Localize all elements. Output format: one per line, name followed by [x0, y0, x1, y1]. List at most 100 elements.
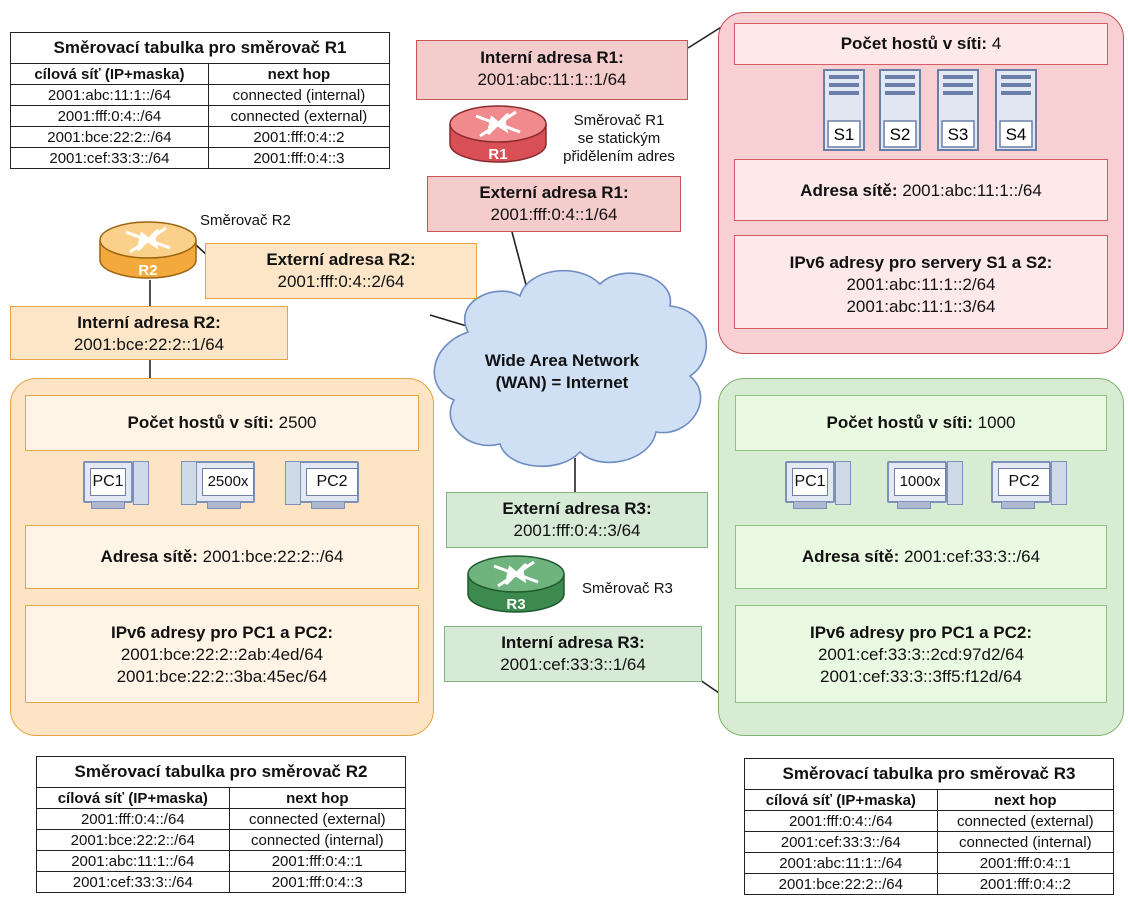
- net3-hosts-box: Počet hostů v síti: 1000: [735, 395, 1107, 451]
- net3-net-value: 2001:cef:33:3::/64: [903, 547, 1041, 566]
- server-s2-label: S2: [890, 125, 911, 144]
- net1-hosts-value: 4: [991, 34, 1002, 53]
- net2-ipv6-addr-1: 2001:bce:22:2::2ab:4ed/64: [120, 645, 324, 664]
- net2-net-value: 2001:bce:22:2::/64: [202, 547, 344, 566]
- table-cell: 2001:cef:33:3::/64: [744, 831, 938, 853]
- pc2-label: PC2: [306, 468, 358, 496]
- table-header-destination: cílová síť (IP+maska): [10, 63, 209, 85]
- r2-caption: Směrovač R2: [200, 212, 291, 229]
- net3-net-label: Adresa sítě:: [801, 547, 900, 566]
- wan-label: Wide Area Network (WAN) = Internet: [452, 350, 672, 394]
- table-cell: 2001:abc:11:1::/64: [10, 84, 209, 106]
- r1-external-address-box: Externí adresa R1: 2001:fff:0:4::1/64: [427, 176, 681, 232]
- table-header-next-hop: next hop: [228, 787, 407, 809]
- net1-net-label: Adresa sítě:: [800, 181, 898, 200]
- table-cell: 2001:fff:0:4::3: [228, 871, 407, 893]
- routing-table-r1-title: Směrovací tabulka pro směrovač R1: [10, 32, 390, 64]
- server-s3-icon: S3: [937, 69, 979, 151]
- network-s1-panel: Počet hostů v síti: 4 S1 S2 S3 S4: [718, 12, 1124, 354]
- server-s4-label: S4: [1006, 125, 1027, 144]
- routing-table-r3: Směrovací tabulka pro směrovač R3 cílová…: [744, 758, 1115, 895]
- r3-external-addr: 2001:fff:0:4::3/64: [513, 521, 641, 540]
- net2-address-box: Adresa sítě: 2001:bce:22:2::/64: [25, 525, 419, 589]
- pc2-icon: PC2: [285, 459, 369, 509]
- r2-internal-address-box: Interní adresa R2: 2001:bce:22:2::1/64: [10, 306, 288, 360]
- net2-hosts-box: Počet hostů v síti: 2500: [25, 395, 419, 451]
- table-cell: connected (external): [936, 810, 1115, 832]
- wan-line1: Wide Area Network: [484, 351, 640, 370]
- routing-table-r2-title: Směrovací tabulka pro směrovač R2: [36, 756, 406, 788]
- table-cell: 2001:fff:0:4::/64: [10, 105, 209, 127]
- r3-internal-addr: 2001:cef:33:3::1/64: [500, 655, 646, 674]
- r2-internal-title: Interní adresa R2:: [77, 313, 221, 332]
- table-header-destination: cílová síť (IP+maska): [36, 787, 230, 809]
- server-s1-label: S1: [834, 125, 855, 144]
- net3-ipv6-addr-2: 2001:cef:33:3::3ff5:f12d/64: [820, 667, 1022, 686]
- pc1-icon: PC1: [781, 459, 855, 509]
- net3-ipv6-box: IPv6 adresy pro PC1 a PC2: 2001:cef:33:3…: [735, 605, 1107, 703]
- routing-table-r3-title: Směrovací tabulka pro směrovač R3: [744, 758, 1114, 790]
- table-cell: 2001:fff:0:4::1: [228, 850, 407, 872]
- net1-ipv6-addr-1: 2001:abc:11:1::2/64: [846, 275, 996, 294]
- r2-external-address-box: Externí adresa R2: 2001:fff:0:4::2/64: [205, 243, 477, 299]
- r1-internal-addr: 2001:abc:11:1::1/64: [477, 70, 627, 89]
- server-s3-label: S3: [948, 125, 969, 144]
- server-row: S1 S2 S3 S4: [823, 69, 1043, 157]
- table-cell: connected (internal): [936, 831, 1115, 853]
- r3-internal-address-box: Interní adresa R3: 2001:cef:33:3::1/64: [444, 626, 702, 682]
- net1-address-box: Adresa sítě: 2001:abc:11:1::/64: [734, 159, 1108, 221]
- routing-table-r2: Směrovací tabulka pro směrovač R2 cílová…: [36, 756, 407, 893]
- r3-caption: Směrovač R3: [582, 580, 673, 597]
- table-cell: 2001:fff:0:4::3: [207, 147, 391, 169]
- router-r3-label: R3: [506, 596, 525, 613]
- r1-internal-address-box: Interní adresa R1: 2001:abc:11:1::1/64: [416, 40, 688, 100]
- table-header-next-hop: next hop: [936, 789, 1115, 811]
- network-r3-panel: Počet hostů v síti: 1000 PC1 1000x PC2 A…: [718, 378, 1124, 736]
- net1-hosts-label: Počet hostů v síti:: [840, 34, 988, 53]
- server-s2-icon: S2: [879, 69, 921, 151]
- net2-hosts-value: 2500: [278, 413, 317, 432]
- net2-ipv6-addr-2: 2001:bce:22:2::3ba:45ec/64: [116, 667, 328, 686]
- router-r1-icon: R1: [449, 105, 547, 163]
- net1-ipv6-title: IPv6 adresy pro servery S1 a S2:: [789, 253, 1053, 272]
- net2-net-label: Adresa sítě:: [100, 547, 198, 566]
- r1-caption: Směrovač R1 se statickým přidělením adre…: [548, 112, 690, 166]
- net1-ipv6-addr-2: 2001:abc:11:1::3/64: [846, 297, 996, 316]
- wan-cloud-shape: [433, 269, 708, 468]
- pc-multi-label: 1000x: [894, 468, 946, 496]
- r3-internal-title: Interní adresa R3:: [501, 633, 645, 652]
- table-header-destination: cílová síť (IP+maska): [744, 789, 938, 811]
- router-r1-label: R1: [488, 146, 507, 163]
- network-r2-panel: Počet hostů v síti: 2500 PC1 2500x PC2 A…: [10, 378, 434, 736]
- net3-address-box: Adresa sítě: 2001:cef:33:3::/64: [735, 525, 1107, 589]
- table-cell: 2001:fff:0:4::2: [936, 873, 1115, 895]
- net3-hosts-value: 1000: [977, 413, 1016, 432]
- r3-external-address-box: Externí adresa R3: 2001:fff:0:4::3/64: [446, 492, 708, 548]
- table-cell: connected (internal): [207, 84, 391, 106]
- pc-multi-icon: 1000x: [883, 459, 967, 509]
- r1-caption-line2: se statickým: [577, 130, 661, 147]
- table-cell: 2001:fff:0:4::1: [936, 852, 1115, 874]
- routing-table-r1: Směrovací tabulka pro směrovač R1 cílová…: [10, 32, 391, 169]
- pc2-icon: PC2: [987, 459, 1071, 509]
- router-r3-icon: R3: [467, 555, 565, 613]
- table-cell: 2001:fff:0:4::/64: [744, 810, 938, 832]
- table-cell: 2001:bce:22:2::/64: [36, 829, 230, 851]
- r1-external-title: Externí adresa R1:: [479, 183, 629, 202]
- pc-multi-icon: 2500x: [181, 459, 265, 509]
- net1-hosts-box: Počet hostů v síti: 4: [734, 23, 1108, 65]
- r2-external-title: Externí adresa R2:: [266, 250, 416, 269]
- table-header-next-hop: next hop: [207, 63, 391, 85]
- pc1-label: PC1: [90, 468, 126, 496]
- pc1-label: PC1: [792, 468, 828, 496]
- net3-ipv6-title: IPv6 adresy pro PC1 a PC2:: [809, 623, 1033, 642]
